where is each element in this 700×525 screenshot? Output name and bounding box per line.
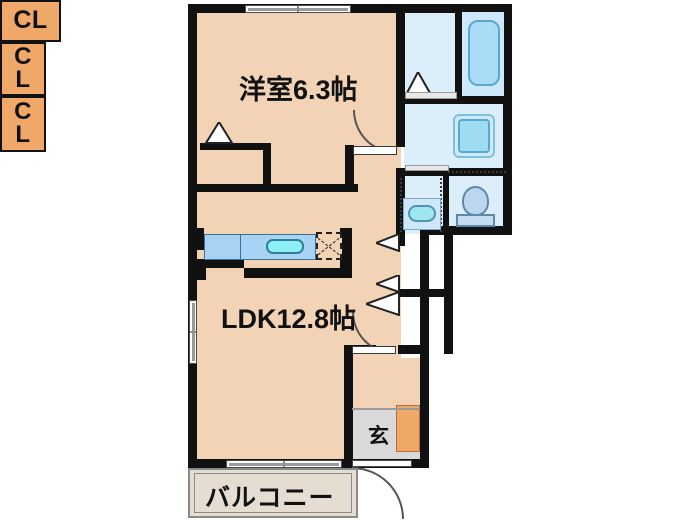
lavatory-sliding-door-track-right[interactable] xyxy=(440,178,442,232)
bedroom-door-leaf[interactable] xyxy=(353,146,397,155)
wall-bedroom-closet-box xyxy=(200,143,270,150)
kitchen-counter-seam-icon xyxy=(240,234,241,260)
closet-hall-lower-label-l: L xyxy=(15,121,31,148)
wall-bedroom-ldk xyxy=(196,184,358,192)
entrance-door-frame[interactable] xyxy=(352,460,412,467)
entry-corridor-floor xyxy=(352,358,420,410)
entrance-step-edge xyxy=(352,408,420,410)
ldk-balcony-window[interactable] xyxy=(226,460,342,468)
bathtub-icon xyxy=(468,20,500,86)
wall-stub-bedroom-door xyxy=(345,145,354,185)
wall-ldk-corridor xyxy=(344,345,353,468)
wall-closet-left-upper xyxy=(398,237,405,245)
wall-kitchen-under xyxy=(196,259,244,268)
wall-bath-washroom xyxy=(404,96,504,104)
wall-wet-bottom xyxy=(420,226,512,235)
ldk-side-window[interactable] xyxy=(189,300,197,364)
stove-icon xyxy=(316,232,342,260)
shower-pan-icon xyxy=(458,119,490,153)
closet-hall-upper-label-l: L xyxy=(15,66,31,93)
hall-closet-upper-door-mark-b xyxy=(376,275,400,293)
hall-closet-lower-door-mark xyxy=(366,292,400,316)
closet-bedroom-label: CL xyxy=(13,6,48,35)
wall-bedroom-closet-bottom xyxy=(196,184,271,192)
wall-lavatory-divider xyxy=(443,176,449,234)
wall-kitchen-upper xyxy=(196,228,204,250)
wall-corridor-closet-bottom xyxy=(398,345,429,354)
closet-hall-lower[interactable]: C L xyxy=(0,96,46,152)
wall-bedroom-bath-divider xyxy=(396,4,405,147)
bath-threshold xyxy=(405,92,457,99)
closet-hall-lower-label-c: C xyxy=(14,98,32,126)
wall-left-outer xyxy=(188,4,197,468)
closet-bedroom[interactable]: CL xyxy=(0,0,61,42)
wall-top-bath xyxy=(404,4,512,13)
lavatory-sliding-door-track-left[interactable] xyxy=(400,178,402,232)
balcony-label: バルコニー xyxy=(205,484,335,512)
shoe-cabinet-icon xyxy=(396,405,420,452)
ldk-label: LDK12.8帖 xyxy=(221,304,357,334)
washroom-sliding-door-track[interactable] xyxy=(448,171,506,173)
closet-hall-upper[interactable]: C L xyxy=(0,42,46,96)
bedroom-label: 洋室6.3帖 xyxy=(239,75,358,105)
entrance-door-swing[interactable] xyxy=(352,467,404,519)
toilet-tank-icon xyxy=(456,214,495,227)
washroom-threshold xyxy=(405,165,449,171)
bedroom-window[interactable] xyxy=(245,5,351,13)
wall-kitchen-under2 xyxy=(196,268,206,280)
wall-kitchen-ledge xyxy=(244,268,352,278)
wall-tub-partition xyxy=(455,12,462,96)
washbasin-icon xyxy=(408,205,436,222)
wall-bedroom-closet-right xyxy=(263,143,271,192)
wall-closet-divider xyxy=(398,289,453,297)
bath-door-mark xyxy=(406,72,432,94)
bedroom-closet-door-mark xyxy=(202,122,238,144)
closet-hall-upper-label-c: C xyxy=(14,43,32,71)
ldk-door-leaf[interactable] xyxy=(352,346,396,354)
wall-kitchen-right xyxy=(340,228,352,276)
wall-right-bath xyxy=(503,4,512,234)
kitchen-sink-icon xyxy=(266,239,304,254)
toilet-bowl-icon xyxy=(462,186,489,216)
balcony-inner-edge xyxy=(194,473,352,513)
hall-closet-upper-door-mark-a xyxy=(376,234,400,252)
entrance-label: 玄 xyxy=(368,425,389,448)
